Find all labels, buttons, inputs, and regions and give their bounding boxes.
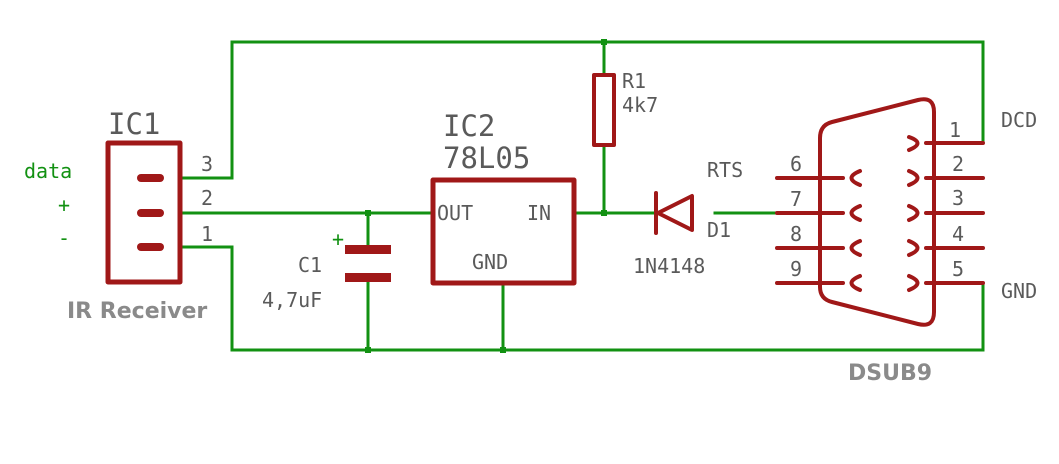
junction-dot <box>365 210 371 216</box>
junctions <box>365 39 607 353</box>
dsub-pin-6 <box>775 169 862 187</box>
ic1-body <box>105 140 183 285</box>
ic2-regulator: IC2 78L05 OUT IN GND <box>430 109 577 286</box>
resistor-r1: R1 4k7 <box>592 69 658 147</box>
dsub-pin-number: 1 <box>949 118 961 142</box>
gnd-net-label: GND <box>1001 279 1037 303</box>
dsub-pin-7 <box>775 204 862 222</box>
ir-receiver-caption: IR Receiver <box>67 299 207 324</box>
ic2-value: 78L05 <box>443 141 530 175</box>
dsub-pin-8 <box>775 239 862 257</box>
c1-value: 4,7uF <box>262 288 322 312</box>
dsub-pin-number: 5 <box>952 257 964 281</box>
junction-dot <box>601 210 607 216</box>
ic1-ir-receiver: IC1 3 2 1 data + - IR Receiver <box>24 107 213 324</box>
dsub9-connector: 1 2 3 4 5 6 7 8 9 DCD GND DSUB9 <box>775 97 1037 386</box>
ic2-pin-out-label: OUT <box>437 201 473 225</box>
ic1-pin-number: 3 <box>201 152 213 176</box>
dsub-pin-number: 7 <box>790 187 802 211</box>
junction-dot <box>601 39 607 45</box>
dsub-pin-number: 4 <box>952 222 964 246</box>
diode-d1: RTS D1 1N4148 <box>633 158 743 278</box>
junction-dot <box>365 347 371 353</box>
signal-plus-label: + <box>58 193 70 217</box>
d1-triangle <box>656 194 694 232</box>
dsub9-caption: DSUB9 <box>848 361 932 386</box>
c1-plate-top <box>345 245 391 254</box>
c1-polarity-mark: + <box>332 227 344 251</box>
dsub-pin-9 <box>775 274 862 292</box>
dsub-pin-number: 3 <box>952 186 964 210</box>
ic1-name: IC1 <box>108 107 160 141</box>
capacitor-c1: + C1 4,7uF <box>262 227 391 312</box>
r1-name: R1 <box>622 69 646 93</box>
c1-plate-bottom <box>345 273 391 282</box>
dsub-pin-number: 2 <box>952 152 964 176</box>
dsub9-shell <box>818 97 936 327</box>
ic2-name: IC2 <box>443 109 495 143</box>
ic1-pin-number: 1 <box>201 222 213 246</box>
wire-top-rail <box>178 40 985 180</box>
dsub-pin-number: 8 <box>790 222 802 246</box>
dsub-pin-number: 9 <box>790 257 802 281</box>
dsub-pin-number: 6 <box>790 152 802 176</box>
r1-body <box>592 73 616 147</box>
ic1-pin-number: 2 <box>201 186 213 210</box>
signal-data-label: data <box>24 159 72 183</box>
signal-minus-label: - <box>58 226 70 250</box>
junction-dot <box>500 347 506 353</box>
d1-net-label: RTS <box>707 158 743 182</box>
r1-value: 4k7 <box>622 93 658 117</box>
c1-name: C1 <box>298 253 322 277</box>
ic2-pin-in-label: IN <box>527 201 551 225</box>
ic2-pin-gnd-label: GND <box>472 250 508 274</box>
d1-value: 1N4148 <box>633 254 705 278</box>
ic2-body <box>430 177 577 286</box>
dcd-net-label: DCD <box>1001 108 1037 132</box>
d1-name: D1 <box>707 218 731 242</box>
